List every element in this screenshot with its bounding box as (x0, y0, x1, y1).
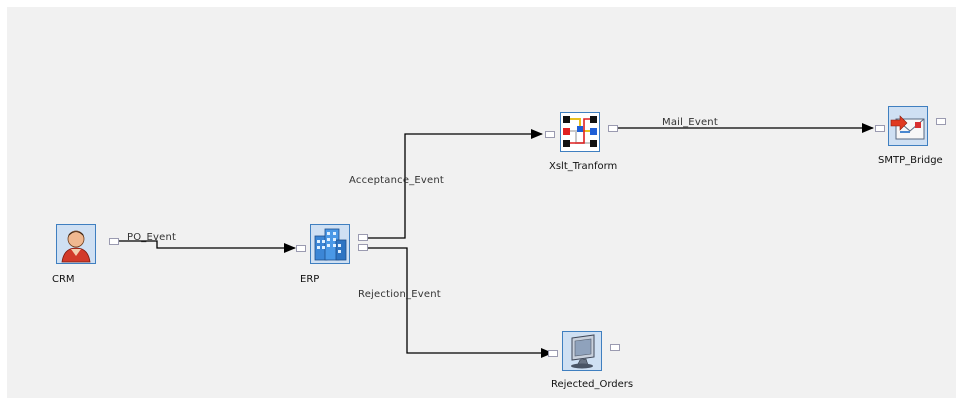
mail-event-label: Mail_Event (662, 117, 718, 128)
erp-out-port-accept[interactable] (358, 234, 368, 241)
rejection-event-label: Rejection_Event (358, 289, 441, 300)
acceptance-event-connector[interactable] (362, 129, 543, 239)
xslt-in-port[interactable] (545, 131, 555, 138)
rejected-orders-node[interactable] (562, 331, 602, 371)
erp-node[interactable] (310, 224, 350, 264)
xslt-transform-label: Xslt_Tranform (549, 161, 618, 172)
rejected-out-port[interactable] (610, 344, 620, 351)
po-event-connector[interactable] (117, 240, 296, 253)
erp-label: ERP (300, 274, 320, 285)
erp-out-port-reject[interactable] (358, 244, 368, 251)
mail-bridge-icon (888, 106, 928, 146)
erp-in-port[interactable] (296, 245, 306, 252)
acceptance-event-label: Acceptance_Event (349, 175, 445, 186)
smtp-in-port[interactable] (875, 125, 885, 132)
smtp-bridge-node[interactable] (888, 106, 928, 146)
xslt-transform-icon (560, 112, 600, 152)
smtp-bridge-label: SMTP_Bridge (878, 155, 943, 166)
crm-label: CRM (52, 274, 75, 285)
rejected-orders-label: Rejected_Orders (551, 379, 634, 390)
user-icon (56, 224, 96, 264)
flow-canvas[interactable]: PO_Event Acceptance_Event Mail_Event Rej… (7, 7, 956, 398)
connection-layer (117, 123, 874, 358)
xslt-transform-node[interactable] (560, 112, 600, 152)
smtp-out-port[interactable] (936, 118, 946, 125)
crm-node[interactable] (56, 224, 96, 264)
po-event-label: PO_Event (127, 232, 177, 243)
rejected-in-port[interactable] (548, 350, 558, 357)
monitor-sink-icon (562, 331, 602, 371)
rejection-event-connector[interactable] (362, 247, 553, 358)
xslt-out-port[interactable] (608, 125, 618, 132)
enterprise-building-icon (310, 224, 350, 264)
crm-out-port[interactable] (109, 238, 119, 245)
